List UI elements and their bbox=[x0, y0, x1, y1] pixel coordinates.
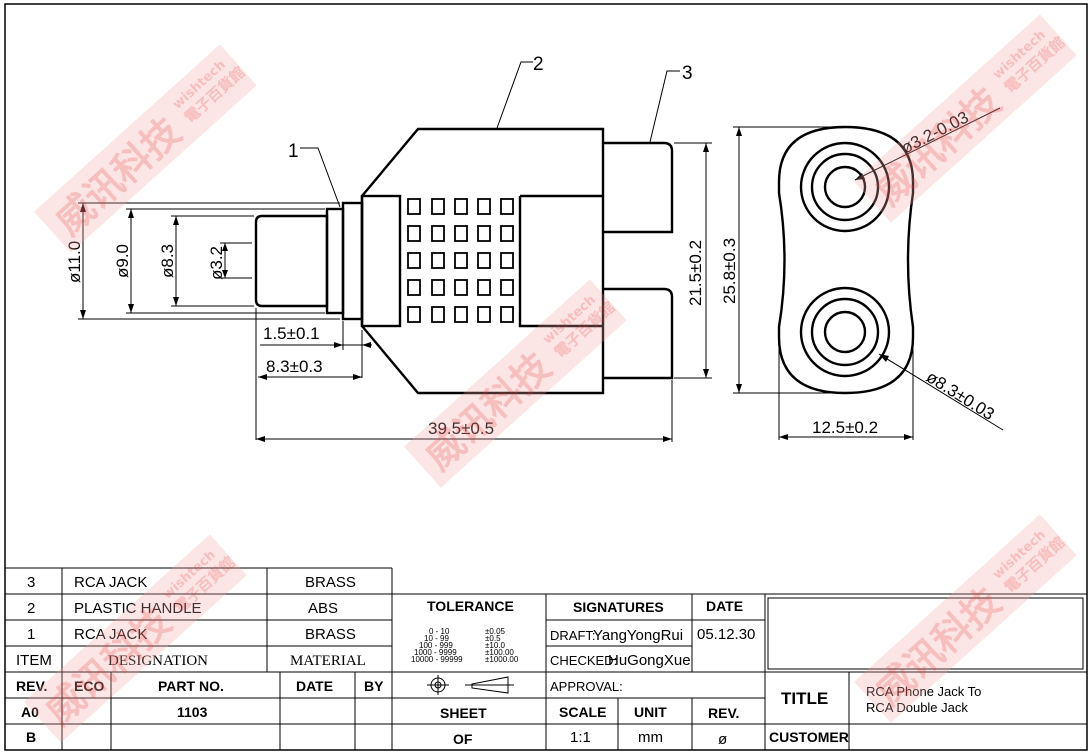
part-label-3: 3 bbox=[682, 63, 693, 84]
title-label: TITLE bbox=[781, 689, 828, 708]
scale-label: SCALE bbox=[559, 704, 606, 720]
approval-label: APPROVAL: bbox=[550, 679, 623, 694]
bom-header-designation: DESIGNATION bbox=[108, 653, 208, 669]
dim-d83: ø8.3 bbox=[158, 244, 177, 278]
title-block-grid bbox=[5, 567, 1087, 750]
bom-item: 3 bbox=[27, 574, 35, 591]
watermark-upper-left: 威讯科技 wishtech 電子百貨館 bbox=[34, 44, 257, 253]
tolerance-range: 0 - 10 bbox=[429, 627, 450, 636]
rev-row-rev: A0 bbox=[21, 704, 39, 720]
leaders bbox=[300, 61, 680, 208]
checked-name: HuGongXue bbox=[608, 652, 691, 669]
tolerance-range: 10 - 99 bbox=[424, 634, 449, 643]
bom-designation: RCA JACK bbox=[74, 626, 147, 643]
bom-header-material: MATERIAL bbox=[290, 653, 366, 669]
tolerance-value: ±100.00 bbox=[485, 648, 514, 657]
svg-text:威讯科技: 威讯科技 bbox=[417, 344, 559, 478]
svg-text:威讯科技: 威讯科技 bbox=[47, 109, 189, 243]
rev-value: ø bbox=[718, 731, 727, 748]
lower-jack bbox=[603, 287, 674, 380]
dim-h258: 25.8±0.3 bbox=[720, 238, 739, 304]
lower-jack-hole bbox=[823, 310, 867, 354]
dim-hole-big: ø8.3±0.03 bbox=[923, 367, 998, 424]
handle-inner-edge bbox=[518, 194, 603, 328]
tolerance-value: ±0.05 bbox=[485, 627, 506, 636]
dim-d32: ø3.2 bbox=[207, 246, 226, 280]
rev-header-by: BY bbox=[364, 678, 384, 694]
draft-name: YangYongRui bbox=[593, 627, 683, 644]
date-title: DATE bbox=[706, 598, 743, 614]
dim-plug-length: 8.3±0.3 bbox=[266, 357, 323, 376]
bom-header-item: ITEM bbox=[16, 652, 52, 669]
sheet-label: SHEET bbox=[440, 705, 487, 721]
rev-header-part-no: PART NO. bbox=[158, 678, 224, 694]
watermark-upper-right: 威讯科技 wishtech 電子百貨館 bbox=[854, 14, 1077, 223]
plug-collar bbox=[325, 207, 345, 315]
unit-value: mm bbox=[638, 729, 663, 746]
rev-row-rev: B bbox=[26, 729, 36, 745]
dim-h215: 21.5±0.2 bbox=[686, 240, 705, 306]
dim-d11: ø11.0 bbox=[65, 241, 84, 283]
handle-neck bbox=[360, 194, 402, 328]
customer-label: CUSTOMER bbox=[769, 729, 849, 745]
draft-date: 05.12.30 bbox=[697, 626, 755, 643]
side-dims bbox=[733, 107, 1004, 440]
upper-jack-hole bbox=[823, 165, 867, 209]
title-line-2: RCA Double Jack bbox=[866, 700, 968, 715]
arrowheads bbox=[80, 143, 709, 442]
svg-text:威讯科技: 威讯科技 bbox=[867, 79, 1009, 213]
bom-item: 1 bbox=[27, 626, 35, 643]
dim-side-width: 12.5±0.2 bbox=[812, 418, 878, 437]
scale-value: 1:1 bbox=[570, 729, 591, 746]
draft-label: DRAFT: bbox=[550, 628, 596, 643]
rev-header-date: DATE bbox=[296, 678, 333, 694]
tolerance-range: 10000 - 99999 bbox=[411, 655, 463, 664]
upper-jack-outer bbox=[799, 141, 891, 233]
bom-material: BRASS bbox=[305, 626, 356, 643]
bom-designation: PLASTIC HANDLE bbox=[74, 600, 202, 617]
bom-material: BRASS bbox=[305, 574, 356, 591]
part-label-2: 2 bbox=[533, 54, 544, 75]
bom-item: 2 bbox=[27, 600, 35, 617]
plug-flange bbox=[341, 201, 364, 321]
bom-material: ABS bbox=[308, 600, 338, 617]
tolerance-value: ±10.0 bbox=[485, 641, 506, 650]
dim-d9: ø9.0 bbox=[113, 244, 132, 278]
lower-jack-outer bbox=[799, 286, 891, 378]
unit-label: UNIT bbox=[634, 704, 667, 720]
rev-header-eco: ECO bbox=[74, 678, 104, 694]
of-label: OF bbox=[453, 731, 473, 747]
projection-symbol-icon bbox=[427, 675, 514, 695]
tolerance-range: 1000 - 9999 bbox=[414, 648, 457, 657]
rev-header-rev: REV. bbox=[16, 678, 47, 694]
watermark-lower-left: 威讯科技 wishtech 電子百貨館 bbox=[24, 534, 247, 743]
grip-pattern bbox=[407, 198, 514, 323]
watermark-center: 威讯科技 wishtech 電子百貨館 bbox=[404, 279, 627, 488]
side-arrowheads bbox=[736, 127, 913, 440]
dim-total-length: 39.5±0.5 bbox=[428, 419, 494, 438]
dim-tip-length: 1.5±0.1 bbox=[263, 324, 320, 343]
front-view bbox=[254, 127, 674, 395]
front-dims bbox=[78, 142, 712, 442]
tolerance-title: TOLERANCE bbox=[427, 598, 514, 614]
plug-tip-body bbox=[254, 214, 329, 308]
tolerance-range: 100 - 999 bbox=[419, 641, 453, 650]
rev-label: REV. bbox=[708, 705, 739, 721]
tolerance-value: ±1000.00 bbox=[485, 655, 519, 664]
lower-jack-mid bbox=[810, 297, 880, 367]
checked-label: CHECKED: bbox=[550, 653, 617, 668]
upper-jack-mid bbox=[810, 152, 880, 222]
upper-jack bbox=[603, 141, 674, 234]
part-label-1: 1 bbox=[288, 141, 299, 162]
title-line-1: RCA Phone Jack To bbox=[866, 684, 981, 699]
signatures-title: SIGNATURES bbox=[573, 599, 664, 615]
bom-designation: RCA JACK bbox=[74, 574, 147, 591]
tolerance-value: ±0.5 bbox=[485, 634, 501, 643]
rev-row-part-no: 1103 bbox=[177, 704, 208, 720]
